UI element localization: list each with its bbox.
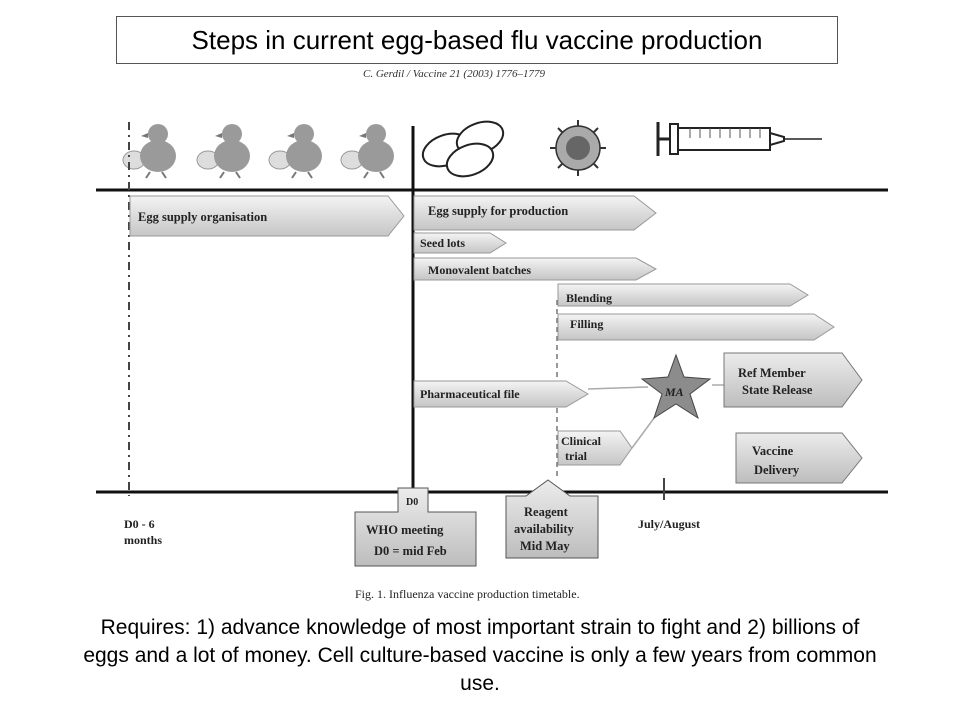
svg-text:Vaccine: Vaccine: [752, 444, 794, 458]
connector-line: [587, 386, 649, 390]
svg-text:Egg supply for production: Egg supply for production: [428, 204, 568, 218]
bar-clinical-trial: Clinical trial: [557, 430, 633, 466]
svg-text:Blending: Blending: [566, 291, 612, 305]
bar-filling: Filling: [557, 313, 835, 341]
bar-pharmaceutical-file: Pharmaceutical file: [413, 380, 589, 408]
fig-caption: Fig. 1. Influenza vaccine production tim…: [355, 587, 580, 601]
svg-text:Monovalent batches: Monovalent batches: [428, 263, 531, 277]
svg-text:availability: availability: [514, 522, 574, 536]
svg-text:Ref Member: Ref Member: [738, 366, 806, 380]
start-label: D0 - 6: [124, 517, 155, 531]
svg-text:Delivery: Delivery: [754, 463, 800, 477]
bar-egg-supply-for-production: Egg supply for production: [413, 195, 657, 231]
eggs-icon: [421, 120, 505, 178]
bar-seed-lots: Seed lots: [413, 232, 507, 254]
who-meeting-arrow: D0 WHO meeting D0 = mid Feb: [354, 487, 477, 567]
chick-icon: [268, 124, 322, 179]
bar-blending: Blending: [557, 283, 809, 307]
chick-icon: [122, 124, 176, 179]
svg-text:State Release: State Release: [742, 383, 813, 397]
svg-text:D0: D0: [406, 497, 418, 508]
title-box: Steps in current egg-based flu vaccine p…: [116, 16, 838, 64]
svg-text:MA: MA: [664, 385, 684, 399]
citation: C. Gerdil / Vaccine 21 (2003) 1776–1779: [363, 68, 545, 80]
svg-text:Clinical: Clinical: [561, 434, 602, 448]
svg-text:Mid May: Mid May: [520, 539, 570, 553]
svg-text:WHO meeting: WHO meeting: [366, 523, 444, 537]
ref-member-state-release-box: Ref Member State Release: [723, 352, 863, 408]
svg-text:trial: trial: [565, 449, 588, 463]
july-august-label: July/August: [638, 517, 700, 531]
start-label-2: months: [124, 533, 162, 547]
svg-text:Reagent: Reagent: [524, 505, 569, 519]
bar-monovalent-batches: Monovalent batches: [413, 257, 658, 281]
reagent-availability-arrow: Reagent availability Mid May: [505, 479, 599, 559]
svg-text:Egg supply organisation: Egg supply organisation: [138, 210, 267, 224]
svg-text:Filling: Filling: [570, 317, 603, 331]
ma-star: MA: [640, 353, 712, 420]
svg-text:Pharmaceutical file: Pharmaceutical file: [420, 387, 520, 401]
bar-egg-supply-organisation: Egg supply organisation: [129, 195, 405, 237]
footer-text: Requires: 1) advance knowledge of most i…: [83, 616, 877, 695]
chick-icon: [340, 124, 394, 179]
virus-icon: [550, 120, 606, 176]
svg-text:D0 = mid Feb: D0 = mid Feb: [374, 544, 447, 558]
chick-icon: [196, 124, 250, 179]
vaccine-delivery-box: Vaccine Delivery: [735, 432, 863, 484]
svg-text:Seed lots: Seed lots: [420, 236, 465, 250]
syringe-icon: [656, 122, 822, 156]
slide-title: Steps in current egg-based flu vaccine p…: [191, 24, 763, 55]
